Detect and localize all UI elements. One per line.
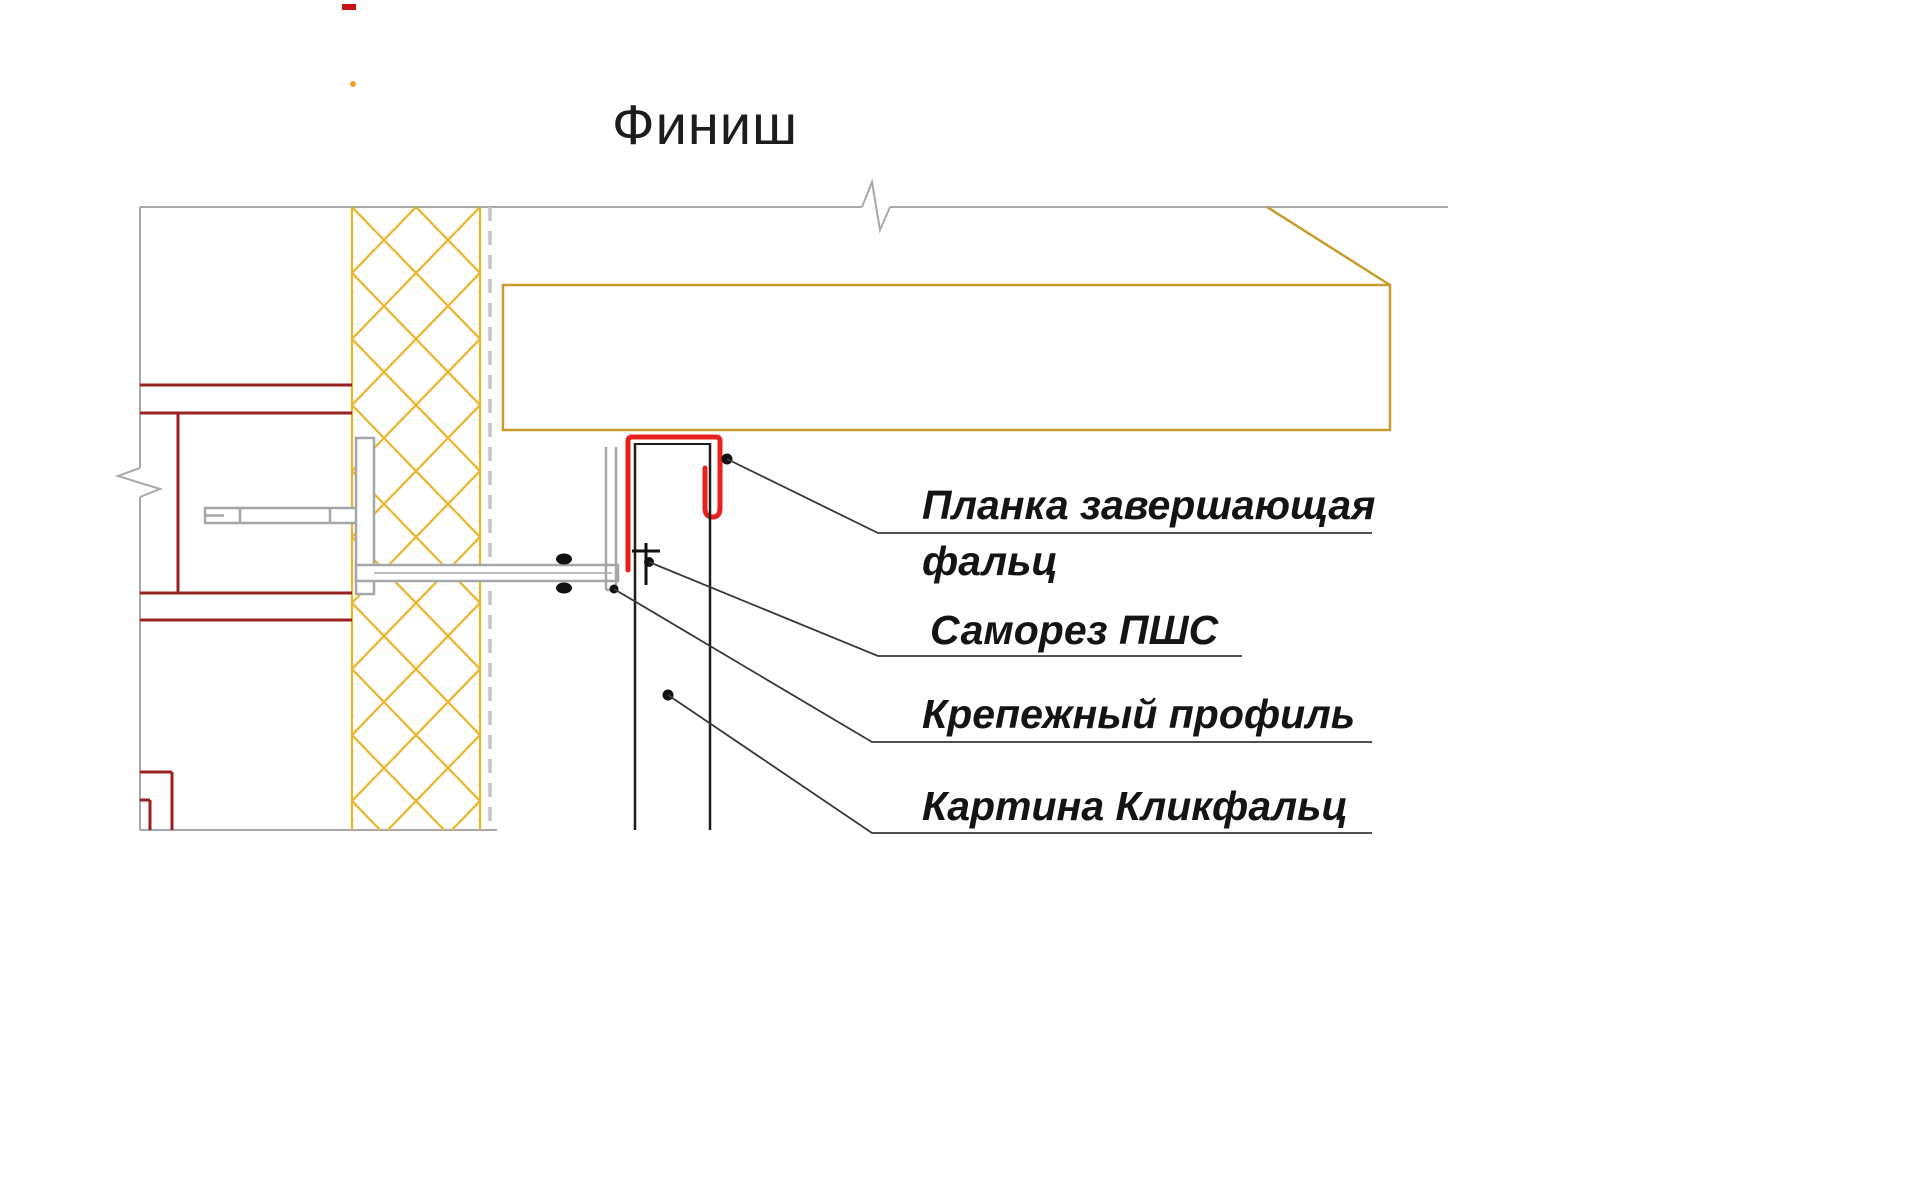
slab-outline	[501, 205, 1392, 432]
callout-finish-strip-line1: Планка завершающая	[922, 482, 1376, 528]
leader-finish-strip	[726, 458, 1372, 534]
anchor-bolt	[203, 506, 370, 525]
print-speck	[342, 4, 356, 87]
diagram-title: Финиш	[612, 93, 798, 156]
slab-corner-edge	[1266, 205, 1391, 287]
finish-strip	[625, 434, 723, 573]
callout-screw: Саморез ПШС	[930, 607, 1219, 653]
bracket-and-anchor	[203, 436, 620, 596]
wall-brick-joints	[140, 383, 352, 830]
leader-profile	[613, 588, 1372, 743]
seam-panel	[633, 443, 712, 830]
leader-lines	[613, 458, 1372, 834]
top-break-mark	[861, 178, 891, 234]
slab-body	[501, 283, 1392, 432]
callout-finish-strip-line2: фальц	[922, 538, 1058, 584]
callout-profile: Крепежный профиль	[922, 691, 1356, 737]
bracket-vertical-plate	[354, 436, 376, 596]
callout-panel: Картина Кликфальц	[922, 783, 1348, 829]
leader-screw	[648, 561, 1242, 657]
left-break-mark	[114, 467, 163, 498]
bracket-bolt	[556, 553, 572, 594]
section-border-lines	[114, 178, 1448, 831]
leader-panel	[667, 694, 1372, 834]
